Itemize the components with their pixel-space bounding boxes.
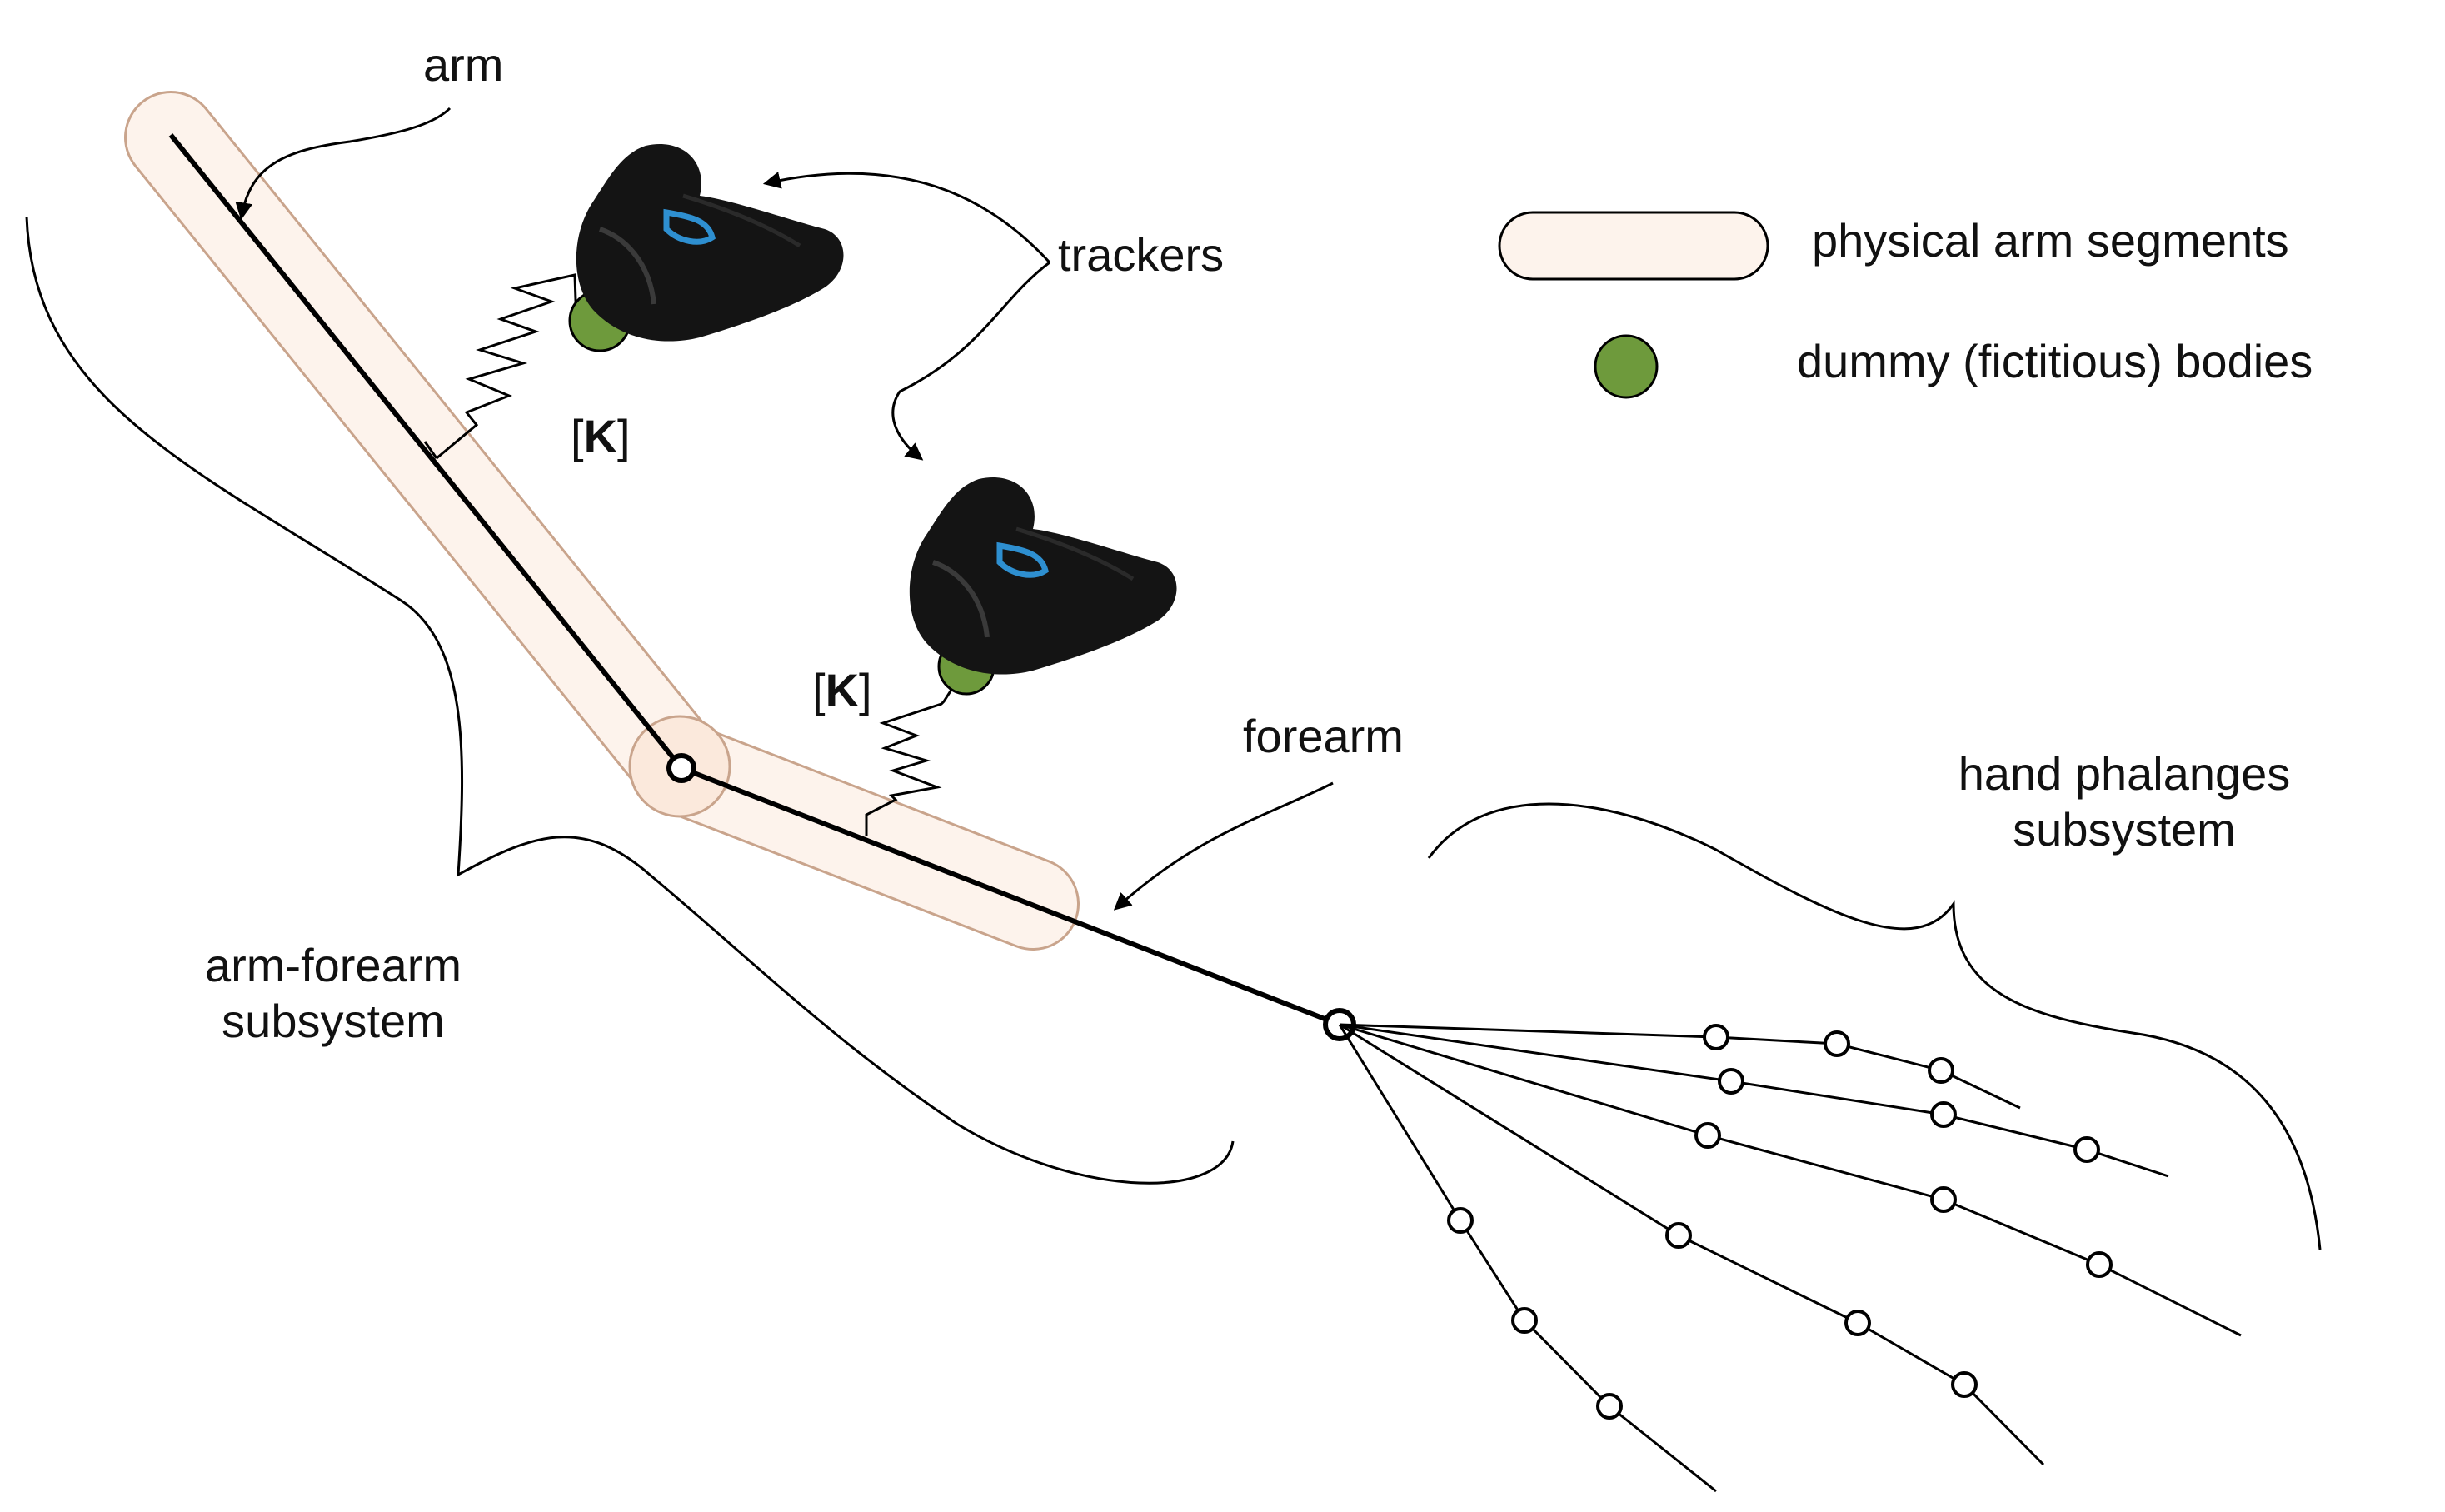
- trackers-arrow-top: [762, 172, 1051, 264]
- arm-arrow: [235, 107, 452, 221]
- forearm-label: forearm: [1243, 710, 1404, 762]
- arm-label: arm: [423, 38, 504, 91]
- tracker-icon: [909, 477, 1177, 675]
- arm-stiffness-label: [K]: [571, 410, 631, 462]
- phalanx-joints: [1447, 1024, 2113, 1420]
- arm-forearm-brace: [25, 216, 1235, 1185]
- arm-spring: [423, 273, 578, 460]
- forearm-spring: [865, 666, 968, 836]
- forearm-arrow: [1113, 781, 1334, 911]
- hand-subsystem-label: hand phalanges subsystem: [1958, 747, 2291, 856]
- tracker-icon: [576, 144, 844, 342]
- forearm-stiffness-label: [K]: [812, 664, 872, 716]
- legend-segments-label: physical arm segments: [1812, 214, 2289, 267]
- elbow-joint-icon: [666, 753, 696, 783]
- arm-bone-line: [168, 133, 684, 770]
- legend-dummy-label: dummy (fictitious) bodies: [1797, 335, 2313, 387]
- forearm-bone-line: [680, 766, 1341, 1027]
- dummy-body-icon: [1594, 334, 1659, 399]
- trackers-label: trackers: [1058, 228, 1225, 281]
- arm-forearm-subsystem-label: arm-forearm subsystem: [204, 939, 462, 1048]
- hand-brace: [1427, 802, 2322, 1250]
- legend-segment-swatch: [1498, 211, 1769, 281]
- trackers-arrow-bottom: [891, 261, 1050, 461]
